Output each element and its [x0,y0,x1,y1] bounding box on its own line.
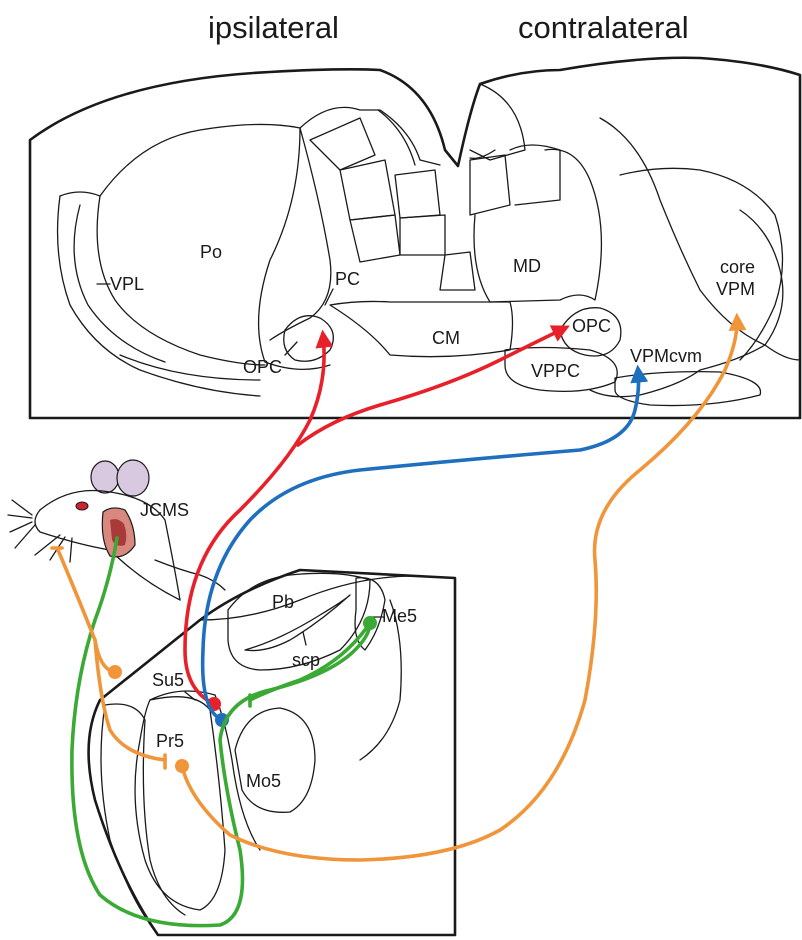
su5-leader-line [185,692,195,700]
md-region [474,149,601,302]
cm-region [330,301,513,356]
label-vpl: VPL [110,274,144,294]
green-soma [363,616,377,630]
label-pr5: Pr5 [156,731,184,751]
label-cm: CM [432,328,460,348]
scp-leader-line [303,632,306,645]
opc-left-region [284,316,334,362]
red-pathway [185,328,565,711]
green-pathway [72,538,377,926]
header-contralateral: contralateral [518,10,689,45]
label-opc-right: OPC [572,316,611,336]
label-md: MD [513,256,541,276]
label-pc: PC [335,269,360,289]
label-scp: scp [292,650,320,670]
scp-region [245,595,350,651]
orange-soma-pr5 [175,759,189,773]
orange-soma-ganglion [108,665,122,679]
label-po: Po [200,242,222,262]
opc-left-leader-line [285,342,297,355]
label-vpmcvm: VPMcvm [630,346,702,366]
label-vpm: VPM [716,279,755,299]
rat-head-icon [8,460,225,600]
label-mo5: Mo5 [246,771,281,791]
header-ipsilateral: ipsilateral [208,10,339,45]
pc-region [270,128,331,340]
blue-pathway [203,370,639,727]
pr5-region [135,697,225,910]
label-core: core [720,257,755,277]
label-opc-left: OPC [243,357,282,377]
label-jcms: JCMS [140,500,189,520]
label-su5: Su5 [152,670,184,690]
vpm-region [600,118,765,345]
label-vppc: VPPC [531,361,580,381]
label-pb: Pb [272,592,294,612]
mo5-region [235,708,315,812]
label-me5: Me5 [382,606,417,626]
